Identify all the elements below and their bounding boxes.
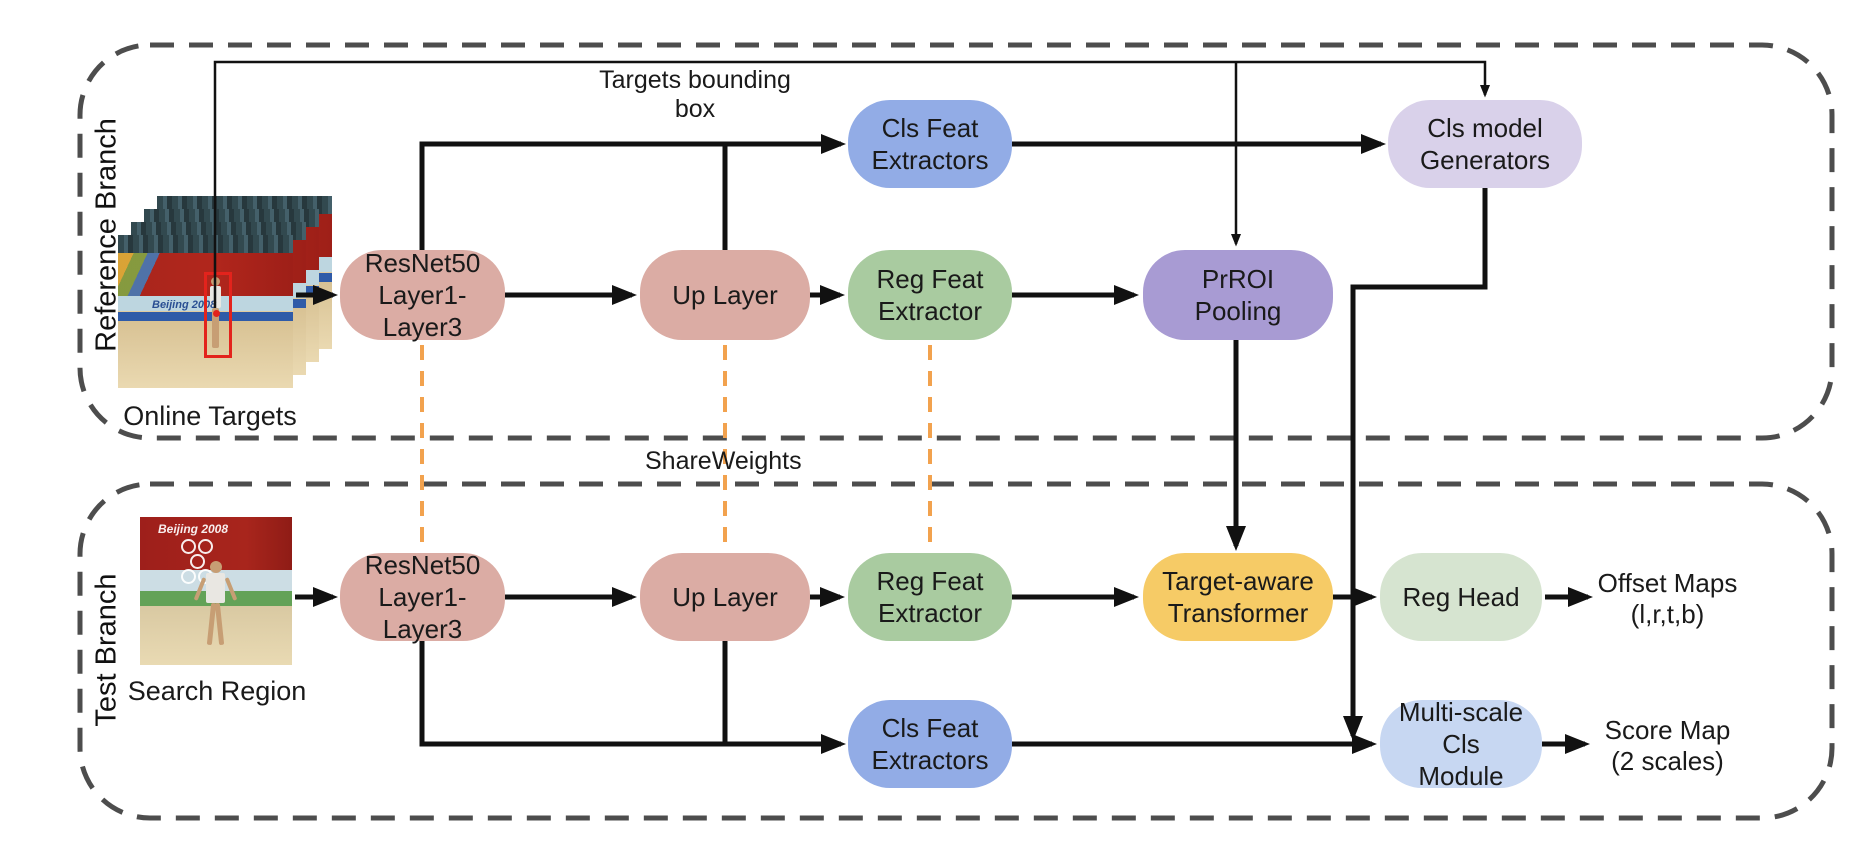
video-frame-front: Beijing 2008: [118, 235, 293, 388]
frame-band: [118, 253, 185, 297]
node-up-layer-test: Up Layer: [640, 553, 810, 641]
bbox-wire-to-cls-model: [213, 60, 1490, 308]
node-label: Extractor: [877, 598, 983, 628]
node-reg-feat-extractor-test: Reg Feat Extractor: [848, 553, 1012, 641]
node-label: Up Layer: [672, 280, 778, 310]
node-label: Multi-scale Cls: [1398, 697, 1524, 759]
share-weights-word: Share: [645, 447, 712, 475]
node-label: Layer1-Layer3: [378, 280, 467, 342]
node-resnet50-ref: ResNet50 Layer1-Layer3: [340, 248, 505, 342]
wire-resnet-up-to-clsfeat-test: [419, 641, 846, 754]
node-label: Module: [1418, 761, 1504, 791]
share-weights-word: Weights: [711, 447, 802, 475]
node-cls-model-generators: Cls model Generators: [1388, 100, 1582, 188]
score-map-output-label: Score Map (2 scales): [1585, 715, 1750, 777]
node-target-aware-transformer: Target-aware Transformer: [1143, 553, 1333, 641]
targets-bounding-box-label: Targets bounding box: [599, 66, 791, 123]
frame-band: [118, 235, 293, 254]
node-label: ResNet50: [364, 550, 481, 580]
output-text: Offset Maps: [1597, 568, 1738, 598]
node-up-layer-ref: Up Layer: [640, 250, 810, 340]
node-reg-feat-extractor-ref: Reg Feat Extractor: [848, 250, 1012, 340]
node-label: Transformer: [1167, 598, 1309, 628]
node-label: Cls model: [1427, 113, 1543, 143]
gymnast-figure: [210, 561, 222, 573]
search-region-caption: Search Region: [127, 676, 307, 706]
output-text: (l,r,t,b): [1630, 599, 1705, 629]
node-label: Extractors: [871, 145, 989, 175]
reference-branch-border: [77, 42, 1835, 441]
node-label: Generators: [1419, 145, 1551, 175]
node-cls-feat-extractors-ref: Cls Feat Extractors: [848, 100, 1012, 188]
node-label: Layer1-Layer3: [378, 582, 467, 644]
wire-clsmodel-to-multiscale: [1343, 188, 1488, 741]
search-region-image: Beijing 2008: [140, 517, 292, 665]
target-bounding-box: [204, 272, 232, 358]
photo-banner-text: Beijing 2008: [152, 299, 217, 311]
online-targets-caption: Online Targets: [123, 401, 297, 431]
test-branch-border: [77, 481, 1835, 821]
node-cls-feat-extractors-test: Cls Feat Extractors: [848, 700, 1012, 788]
node-label: Extractors: [871, 745, 989, 775]
node-label: Reg Feat: [876, 566, 984, 596]
node-label: Pooling: [1194, 296, 1282, 326]
share-weights-label: Share Weights: [645, 447, 802, 476]
node-resnet50-test: ResNet50 Layer1-Layer3: [340, 550, 505, 644]
node-label: Reg Feat: [876, 264, 984, 294]
target-center-dot: [213, 310, 220, 317]
node-reg-head: Reg Head: [1380, 553, 1542, 641]
olympic-rings-icon: [172, 539, 222, 584]
node-label: ResNet50: [364, 248, 481, 278]
node-label: Reg Head: [1402, 582, 1520, 612]
wire-resnet-up-to-clsfeat-ref: [419, 134, 846, 250]
node-label: Cls Feat: [881, 113, 979, 143]
offset-maps-output-label: Offset Maps (l,r,t,b): [1585, 568, 1750, 630]
reference-branch-label: Reference Branch: [90, 118, 123, 352]
output-text: Score Map: [1604, 715, 1731, 745]
gymnast-figure: [212, 308, 219, 348]
photo-banner-text: Beijing 2008: [158, 522, 229, 536]
node-label: Up Layer: [672, 582, 778, 612]
node-label: Target-aware: [1162, 566, 1314, 596]
node-multi-scale-cls-module: Multi-scale Cls Module: [1380, 697, 1542, 791]
node-prroi-pooling: PrROI Pooling: [1143, 250, 1333, 340]
output-text: (2 scales): [1611, 746, 1724, 776]
node-label: Cls Feat: [881, 713, 979, 743]
node-label: PrROI: [1201, 264, 1275, 294]
node-label: Extractor: [877, 296, 983, 326]
test-branch-label: Test Branch: [90, 573, 123, 727]
gymnast-figure: [206, 573, 225, 603]
